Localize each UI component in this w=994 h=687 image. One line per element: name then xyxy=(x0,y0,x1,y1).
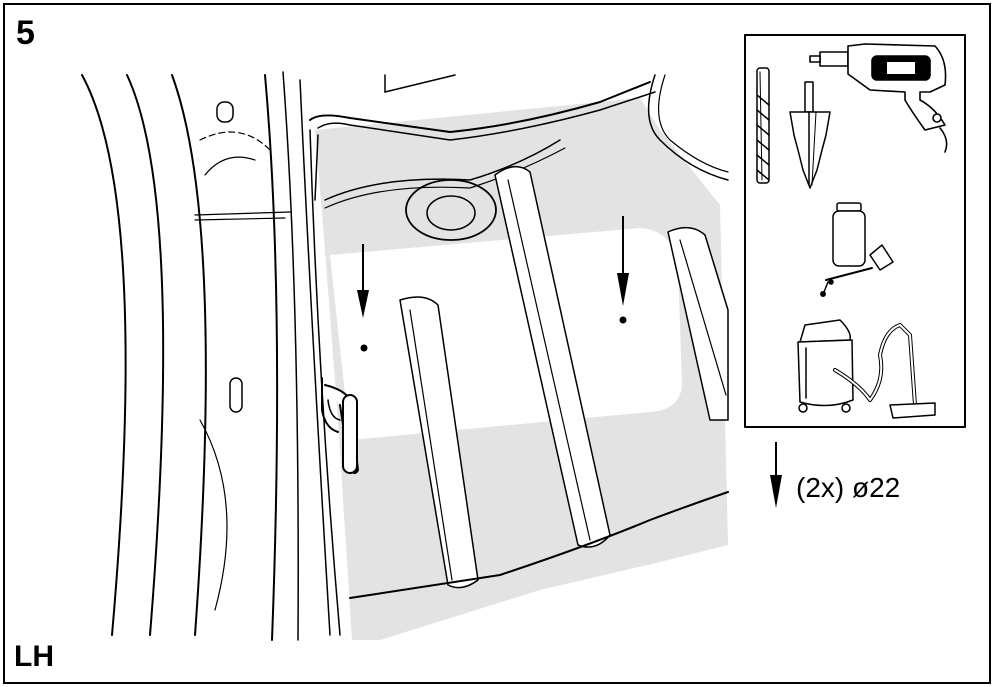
drill-point-markers xyxy=(357,216,629,352)
tools-panel xyxy=(744,34,966,428)
drill-arrow-icon xyxy=(357,290,369,318)
legend-arrow xyxy=(770,442,782,508)
step-drill-bit-icon xyxy=(789,81,831,189)
side-label: LH xyxy=(14,640,54,673)
floor-rib-3 xyxy=(667,226,729,421)
drill-point-left xyxy=(357,244,369,352)
drill-point-right xyxy=(617,216,629,324)
vacuum-cleaner-icon xyxy=(797,319,936,419)
down-arrow-icon xyxy=(770,475,782,508)
hole-legend-text: (2x) ø22 xyxy=(796,472,901,503)
unshaded-zone xyxy=(330,228,682,440)
drill-arrow-icon xyxy=(617,273,629,306)
drill-bit-icon xyxy=(756,67,770,184)
step-number: 5 xyxy=(16,14,35,52)
drill-hole-dot xyxy=(619,316,627,324)
power-drill-icon xyxy=(809,43,948,153)
drill-hole-dot xyxy=(360,344,368,352)
vehicle-floor-illustration xyxy=(81,71,729,641)
floor-lower-edge xyxy=(349,491,729,599)
touch-up-paint-icon xyxy=(820,202,894,297)
